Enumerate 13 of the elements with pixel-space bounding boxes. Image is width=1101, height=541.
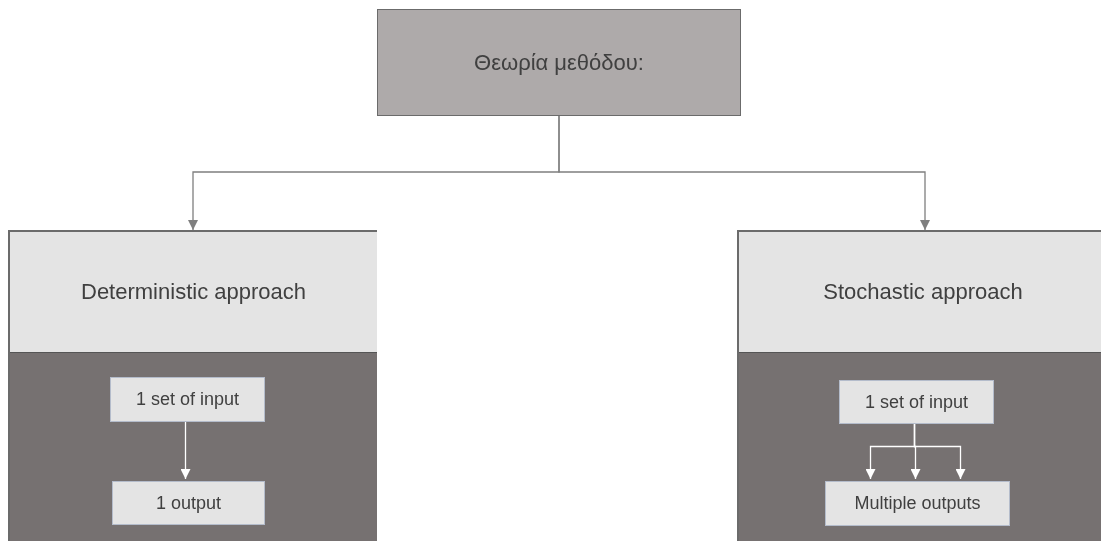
arrow (180, 419, 191, 480)
process-box: 1 output (112, 481, 265, 525)
process-box: Multiple outputs (825, 481, 1010, 526)
panel-header: Stochastic approach (739, 232, 1101, 353)
approach-panel (8, 230, 377, 541)
approach-panel (737, 230, 1101, 541)
process-box: 1 set of input (110, 377, 265, 422)
process-box: 1 set of input (839, 380, 994, 424)
arrow (913, 421, 966, 480)
panel-header: Deterministic approach (10, 232, 377, 353)
arrow (558, 115, 930, 231)
method-box (377, 9, 741, 116)
box-title: Θεωρία μεθόδου: (474, 49, 644, 76)
